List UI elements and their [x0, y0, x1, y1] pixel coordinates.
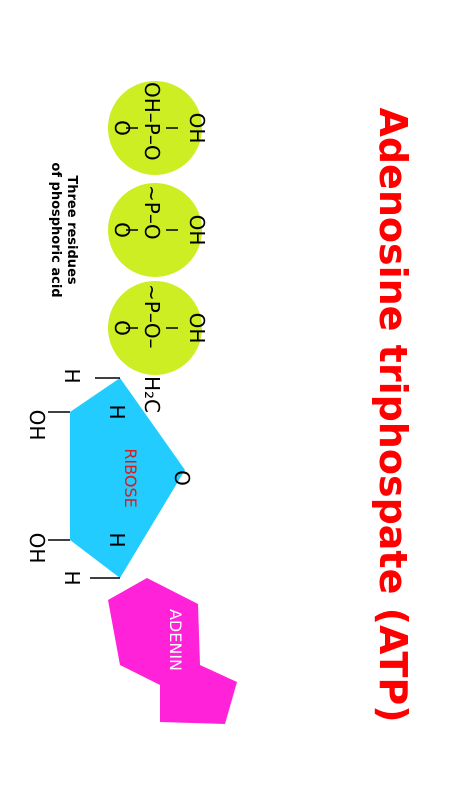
annotation-line-2: of phosphoric acid	[48, 162, 63, 297]
ribose-oh-1: OH	[25, 410, 49, 441]
phosphate-circle-1	[108, 81, 202, 175]
annotation-line-1: Three residues	[64, 175, 79, 284]
ring-oxygen-label: O	[170, 470, 194, 486]
phosphate-annotation: Three residues of phosphoric acid	[48, 162, 79, 297]
phosphate-group-1: OH OH–P–O O	[110, 82, 209, 161]
phosphate-group-2: OH ~P–O O	[110, 185, 209, 245]
adenine-label: ADENIN	[166, 609, 185, 671]
phosphate-3-top: OH	[185, 313, 209, 344]
phosphate-3-bottom: O	[110, 320, 134, 336]
phosphate-1-bottom: O	[110, 120, 134, 136]
ribose-ring	[70, 378, 185, 578]
ribose-h-inner-1: H	[105, 404, 129, 419]
phosphate-2-bottom: O	[110, 222, 134, 238]
diagram-title: Adenosine triphospate (ATP)	[371, 107, 415, 722]
phosphate-2-top: OH	[185, 215, 209, 246]
phosphate-1-top: OH	[185, 113, 209, 144]
phosphate-2-main: ~P–O	[140, 185, 164, 240]
phosphate-3-main: ~P–O–	[140, 284, 164, 349]
phosphate-1-main: OH–P–O	[140, 82, 164, 161]
ribose-h-top-left: H	[60, 368, 84, 383]
ribose-h-inner-2: H	[105, 532, 129, 547]
ch2-label: H₂C	[140, 376, 164, 413]
phosphate-circle-3	[108, 281, 202, 375]
phosphate-circle-2	[108, 183, 202, 277]
ribose-label: RIBOSE	[121, 448, 140, 507]
ribose-oh-2: OH	[25, 533, 49, 564]
adenine-base	[108, 578, 237, 724]
ribose-h-bottom-left: H	[60, 570, 84, 585]
phosphate-group-3: OH ~P–O– O	[110, 284, 209, 349]
